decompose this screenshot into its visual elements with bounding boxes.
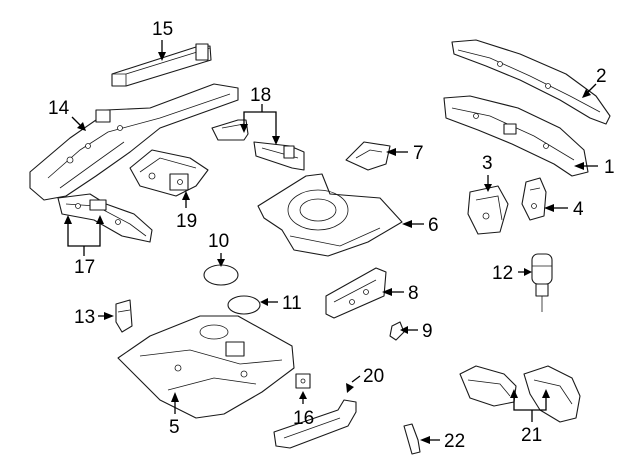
callout-labels: 1 2 3 4 5 6 7 8 9 10 11 12 13 14 15 16 1…: [48, 19, 615, 452]
part-15-rail: [111, 43, 212, 87]
callout-14: 14: [48, 98, 70, 119]
callout-2: 2: [596, 66, 607, 87]
part-8-cross-member: [325, 267, 387, 319]
callout-5: 5: [169, 417, 180, 438]
part-20-reinforcement: [273, 399, 357, 449]
callout-19: 19: [176, 211, 197, 232]
part-10-plug: [203, 264, 239, 286]
part-18-brackets: [211, 119, 305, 171]
part-2-rear-upper-panel: [451, 39, 611, 125]
leader-lines: [64, 40, 598, 444]
part-5-rear-floor: [117, 315, 295, 419]
callout-8: 8: [408, 283, 419, 304]
callout-16: 16: [293, 408, 314, 429]
callout-20: 20: [363, 366, 384, 387]
part-7-pad: [345, 141, 391, 171]
callout-21: 21: [521, 425, 542, 446]
callout-1: 1: [604, 157, 615, 178]
part-6-spare-tire-well: [257, 173, 403, 257]
part-11-plug: [227, 295, 261, 315]
callout-10: 10: [208, 231, 229, 252]
part-14-side-rail: [29, 83, 239, 201]
callout-12: 12: [492, 263, 513, 284]
callout-11: 11: [282, 293, 302, 314]
part-21-wheelhouse: [459, 365, 581, 423]
callout-7: 7: [413, 143, 424, 164]
part-12-damper: [531, 253, 553, 312]
part-16-bracket: [295, 373, 311, 389]
callout-22: 22: [444, 431, 465, 452]
part-3-bracket: [467, 185, 509, 235]
callout-9: 9: [422, 321, 433, 342]
part-4-bracket: [521, 177, 547, 221]
part-9-clip: [389, 321, 405, 341]
part-1-rear-panel: [443, 95, 589, 177]
part-17-rail-support: [57, 193, 153, 243]
part-19-bracket: [129, 149, 209, 197]
callout-15: 15: [152, 19, 173, 40]
callout-4: 4: [573, 199, 584, 220]
callout-17: 17: [74, 257, 95, 278]
callout-18: 18: [250, 85, 271, 106]
part-13-bracket: [115, 299, 133, 333]
callout-6: 6: [428, 215, 439, 236]
callout-3: 3: [482, 153, 493, 174]
part-22-bracket: [403, 423, 421, 455]
callout-13: 13: [74, 307, 95, 328]
